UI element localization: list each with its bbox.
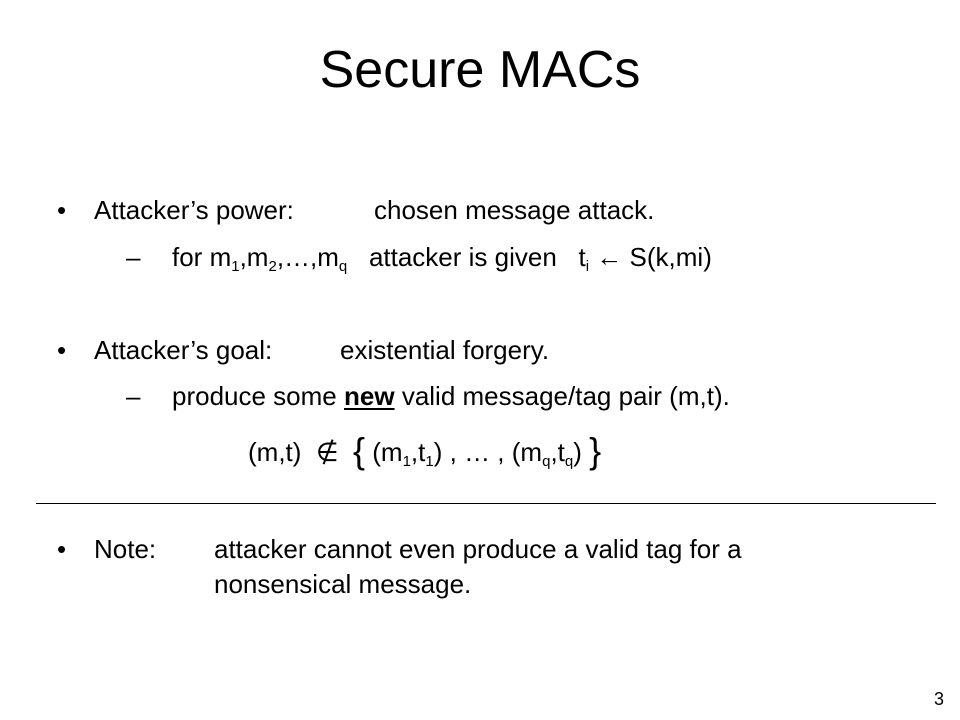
power-label: Attacker’s power: — [94, 195, 294, 225]
left-arrow-icon: ← — [596, 242, 623, 272]
power-value: chosen message attack. — [374, 195, 655, 225]
bullet-marker: • — [57, 195, 67, 225]
forgery-formula: (m,t) ∉ { (m1,t1) , … , (mq,tq) } — [248, 430, 602, 471]
section-divider — [36, 503, 936, 504]
goal-value: existential forgery. — [340, 335, 550, 365]
goal-detail-text: produce some new valid message/tag pair … — [172, 381, 730, 411]
new-emphasis: new — [344, 381, 395, 411]
note-continuation: nonsensical message. — [214, 569, 472, 599]
bullet-marker: • — [57, 534, 67, 564]
power-detail-text: for m1,m2,…,mq attacker is given ti ← S(… — [172, 242, 712, 275]
dash-marker: – — [126, 381, 141, 411]
bullet-marker: • — [57, 335, 67, 365]
note-line-1: attacker cannot even produce a valid tag… — [214, 534, 742, 564]
note-label: Note: — [94, 534, 157, 564]
page-number: 3 — [934, 689, 945, 709]
goal-label: Attacker’s goal: — [94, 335, 273, 365]
dash-marker: – — [126, 242, 141, 272]
slide-title: Secure MACs — [319, 41, 641, 99]
not-in-icon: ∉ — [315, 437, 339, 467]
